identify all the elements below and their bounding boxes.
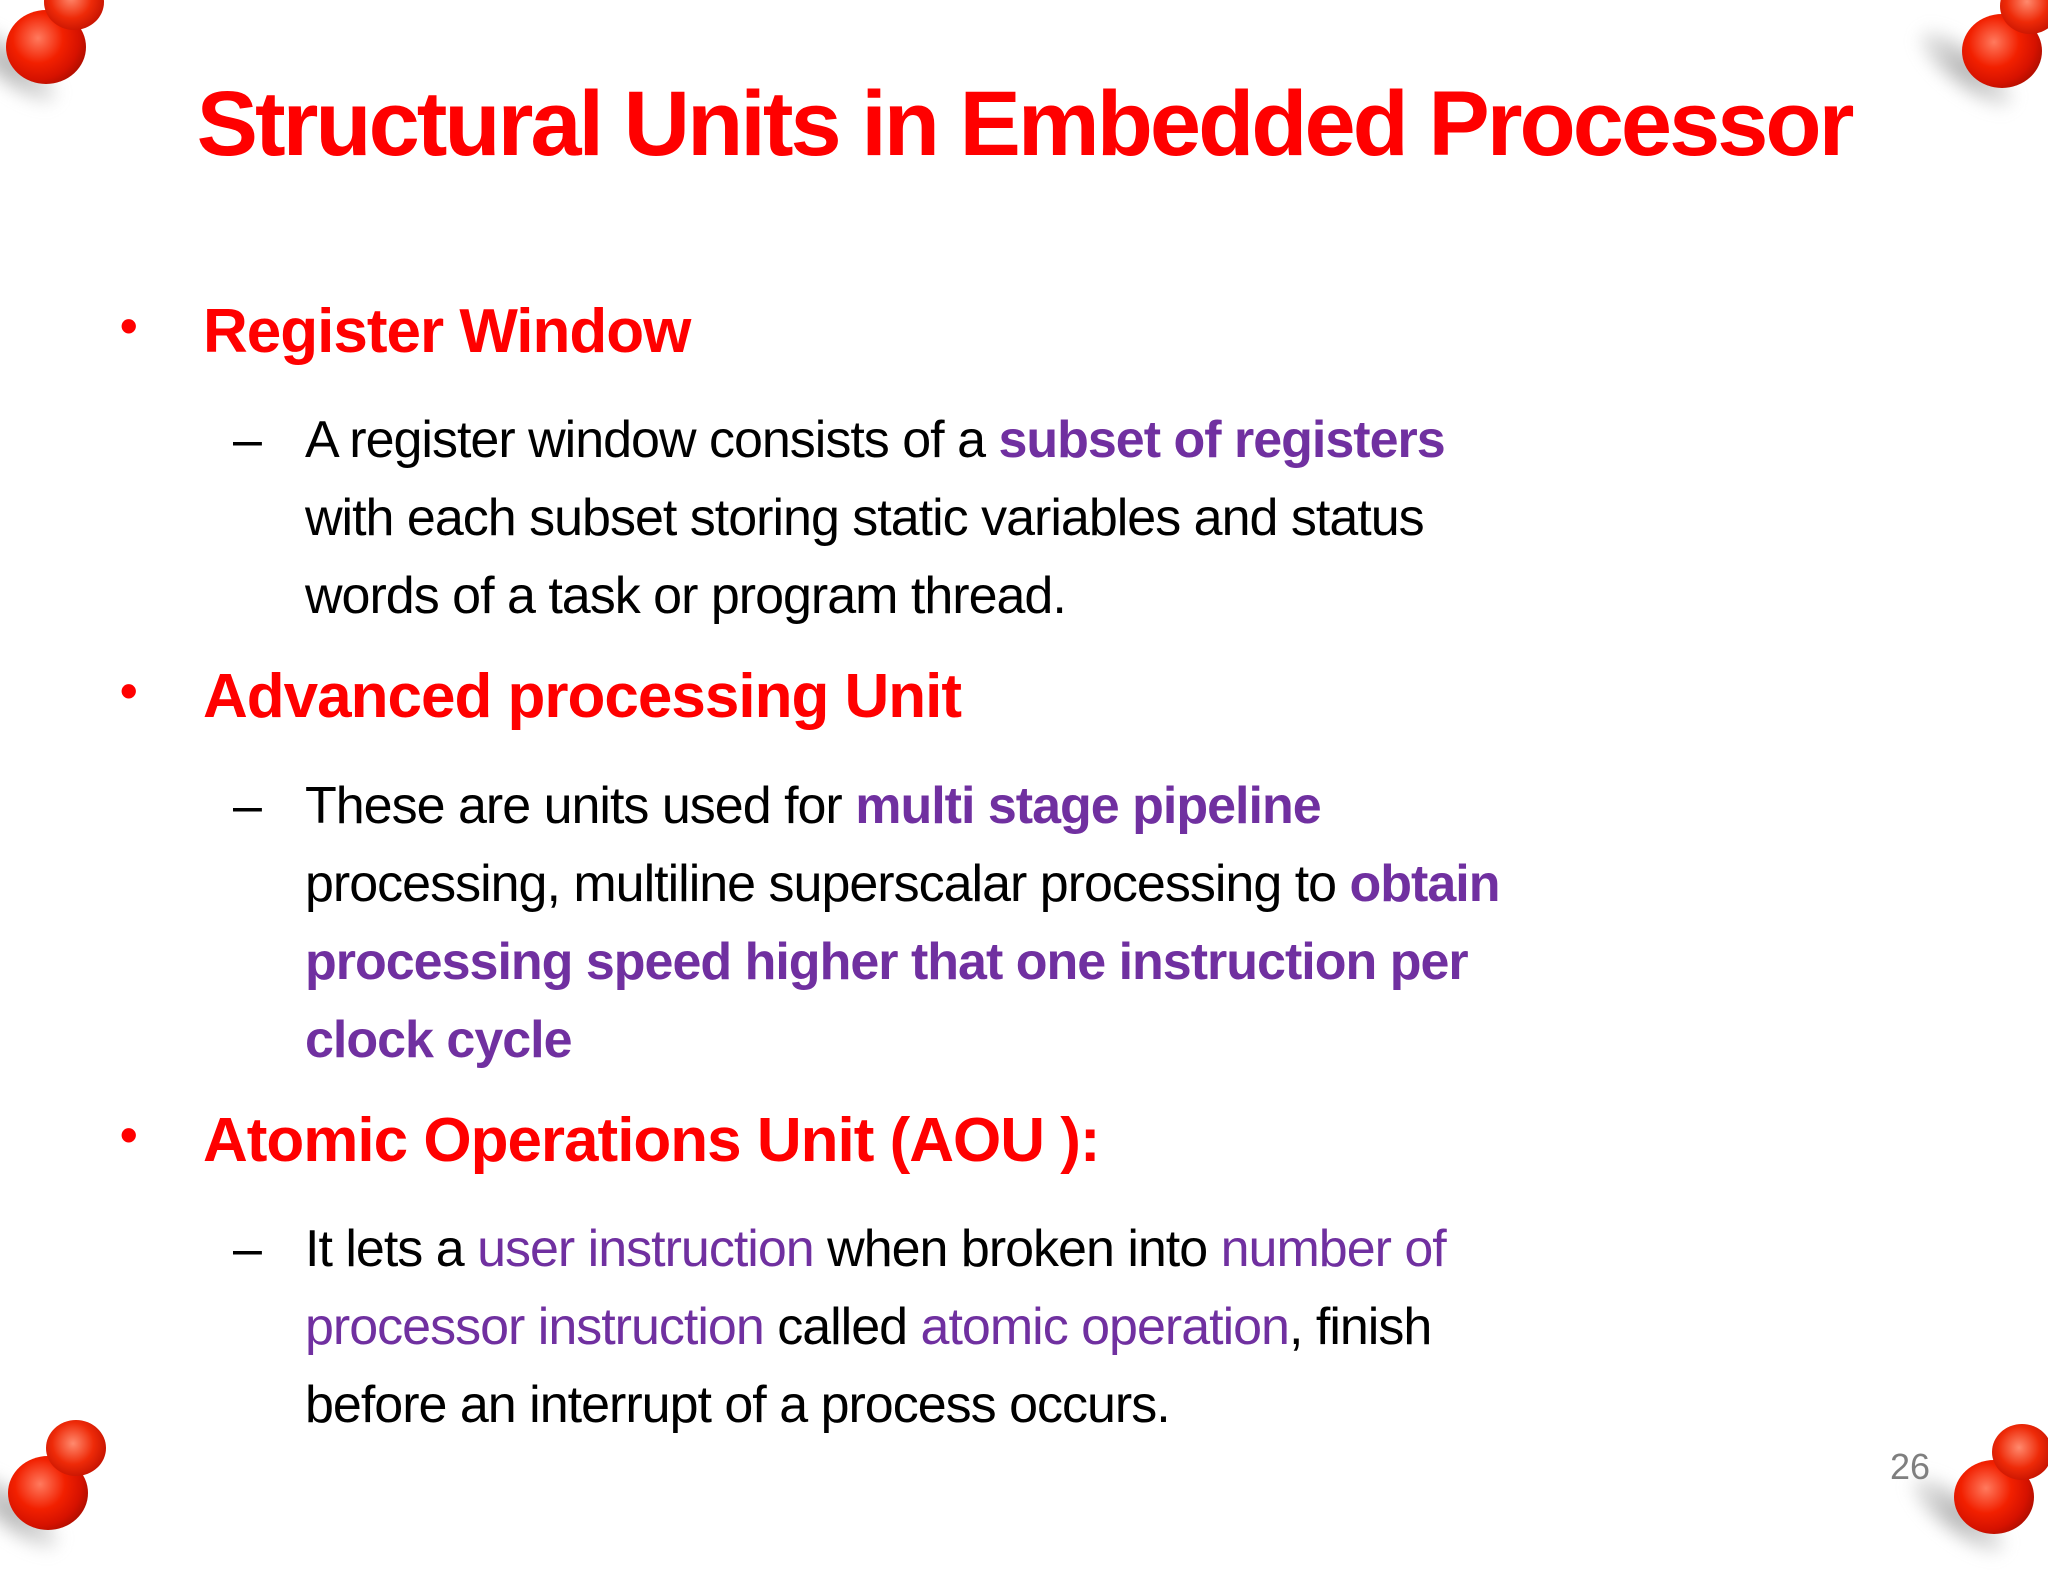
- text-segment: words of a task or program thread.: [305, 567, 1067, 626]
- pushpin-icon: [0, 0, 112, 121]
- highlight-segment: processing speed higher that one instruc…: [305, 932, 1469, 991]
- bullet-heading-label: Register Window: [203, 297, 691, 366]
- pushpin-icon: [0, 1420, 114, 1567]
- bullet-marker-icon: •: [120, 663, 137, 720]
- paragraph-line: processing speed higher that one instruc…: [305, 923, 1978, 1001]
- text-segment: These are units used for: [305, 776, 856, 835]
- paragraph-register-window: – A register window consists of a subset…: [233, 401, 1978, 635]
- text-segment: with each subset storing static variable…: [305, 489, 1425, 548]
- text-segment: processing, multiline superscalar proces…: [305, 854, 1350, 913]
- text-segment: A register window consists of a: [305, 411, 999, 470]
- highlight-segment: multi stage pipeline: [855, 776, 1321, 835]
- slide-content: • Register Window – A register window co…: [120, 296, 1978, 1470]
- dash-marker: –: [233, 1219, 262, 1278]
- highlight-segment: obtain: [1349, 854, 1501, 913]
- bullet-marker-icon: •: [120, 298, 137, 354]
- paragraph-line: with each subset storing static variable…: [305, 479, 1978, 557]
- pushpin-head: [46, 1420, 106, 1476]
- pushpin-head: [1992, 1424, 2048, 1480]
- paragraph-line: A register window consists of a subset o…: [305, 401, 1978, 479]
- text-segment: before an interrupt of a process occurs.: [305, 1375, 1171, 1434]
- highlight-segment: atomic operation: [920, 1297, 1290, 1356]
- paragraph-line: These are units used for multi stage pip…: [305, 767, 1978, 845]
- paragraph-line: processor instruction called atomic oper…: [305, 1288, 1978, 1366]
- paragraph-line: clock cycle: [305, 1001, 1978, 1079]
- paragraph-line: It lets a user instruction when broken i…: [305, 1210, 1978, 1288]
- bullet-heading-register-window: • Register Window: [120, 296, 1978, 367]
- paragraph-line: before an interrupt of a process occurs.: [305, 1366, 1978, 1444]
- bullet-heading-advanced-processing-unit: • Advanced processing Unit: [120, 661, 1978, 732]
- paragraph-line: words of a task or program thread.: [305, 557, 1978, 635]
- bullet-heading-label: Atomic Operations Unit (AOU ):: [203, 1105, 1101, 1175]
- paragraph-advanced-processing-unit: – These are units used for multi stage p…: [233, 767, 1978, 1079]
- bullet-heading-label: Advanced processing Unit: [203, 662, 962, 732]
- paragraph-line: processing, multiline superscalar proces…: [305, 845, 1978, 923]
- highlight-segment: subset of registers: [998, 411, 1445, 470]
- bullet-heading-atomic-operations-unit: • Atomic Operations Unit (AOU ):: [120, 1105, 1978, 1176]
- page-number: 26: [1889, 1446, 1930, 1487]
- text-segment: , finish: [1288, 1297, 1432, 1356]
- dash-marker: –: [233, 776, 262, 835]
- text-segment: It lets a: [305, 1219, 478, 1278]
- highlight-segment: clock cycle: [305, 1010, 573, 1069]
- slide-title: Structural Units in Embedded Processor: [196, 73, 1855, 175]
- highlight-segment: user instruction: [477, 1219, 815, 1278]
- pushpin-icon: [1904, 0, 2048, 125]
- pushpin-icon: [1896, 1424, 2048, 1570]
- text-segment: when broken into: [813, 1219, 1221, 1278]
- paragraph-atomic-operations-unit: – It lets a user instruction when broken…: [233, 1210, 1978, 1444]
- dash-marker: –: [233, 411, 262, 470]
- highlight-segment: number of: [1220, 1219, 1447, 1278]
- text-segment: called: [763, 1297, 921, 1356]
- bullet-marker-icon: •: [120, 1106, 137, 1163]
- highlight-segment: processor instruction: [305, 1297, 765, 1356]
